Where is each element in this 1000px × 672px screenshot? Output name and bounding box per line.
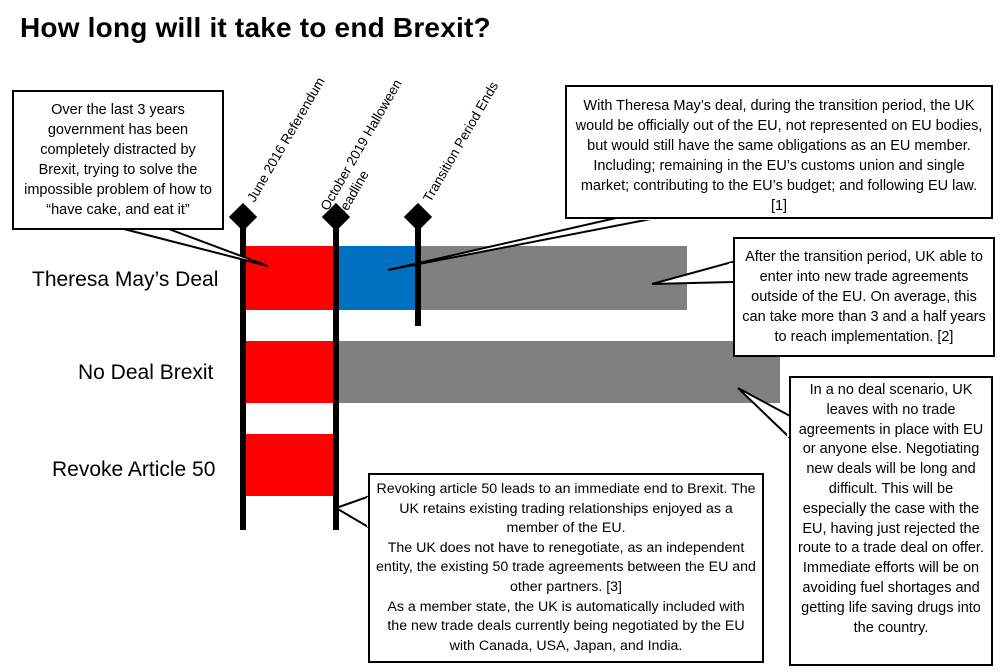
- pointer-revoke: [333, 494, 371, 530]
- milestone-line-halloween: [333, 218, 339, 530]
- milestone-marker-referendum: [228, 202, 258, 232]
- bar-may-trade: [418, 246, 687, 310]
- milestone-label-transition-end: Transition Period Ends: [420, 79, 502, 205]
- bar-nodeal-trade: [337, 341, 780, 403]
- diagram-title: How long will it take to end Brexit?: [20, 12, 491, 43]
- milestone-line-transition-end: [415, 218, 421, 326]
- callout-after-transition: After the transition period, UK able to …: [733, 237, 995, 357]
- callout-revoke: Revoking article 50 leads to an immediat…: [368, 473, 764, 663]
- row-label-may-deal: Theresa May’s Deal: [32, 268, 219, 291]
- row-label-no-deal: No Deal Brexit: [78, 361, 214, 384]
- milestone-line-referendum: [240, 218, 246, 530]
- callout-distracted: Over the last 3 years government has bee…: [12, 90, 224, 230]
- callout-may-deal: With Theresa May’s deal, during the tran…: [565, 85, 993, 219]
- bar-may-red: [244, 246, 337, 310]
- milestone-marker-transition-end: [403, 202, 433, 232]
- bar-may-transition: [337, 246, 418, 310]
- milestone-label-referendum: June 2016 Referendum: [244, 74, 328, 205]
- bar-nodeal-red: [244, 341, 337, 403]
- row-label-revoke: Revoke Article 50: [52, 458, 216, 481]
- bar-revoke-red: [244, 434, 337, 496]
- callout-no-deal: In a no deal scenario, UK leaves with no…: [789, 376, 993, 666]
- milestone-label-halloween: October 2019 Halloween Deadline: [317, 76, 405, 222]
